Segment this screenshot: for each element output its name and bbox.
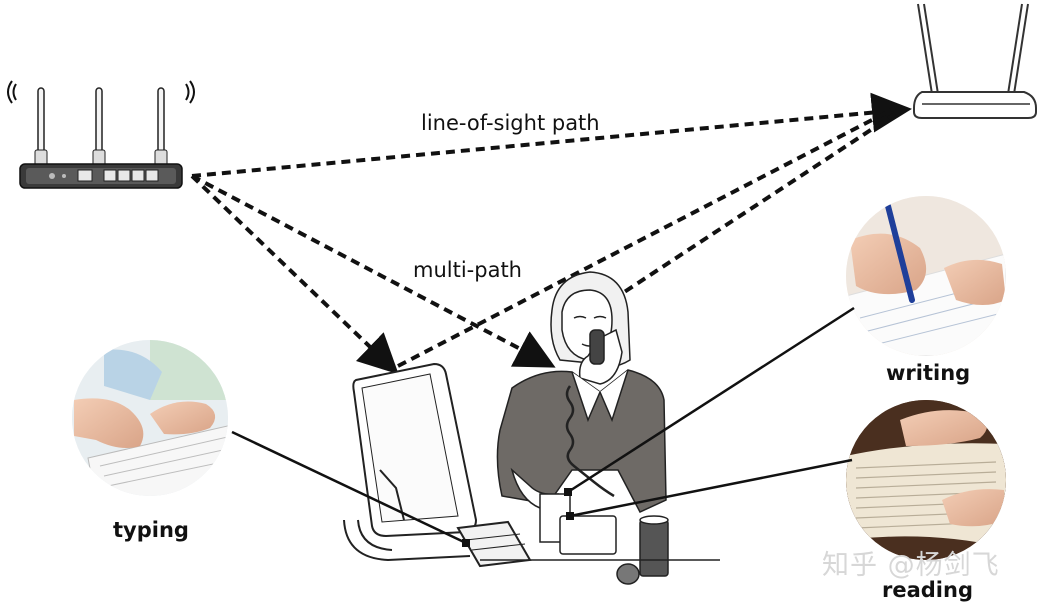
monitor-icon <box>343 362 532 568</box>
reading-connector <box>569 458 853 518</box>
reading-label: reading <box>882 578 973 602</box>
writing-photo <box>846 196 1006 356</box>
signal-paths <box>190 92 912 375</box>
line-of-sight-arrow <box>191 92 912 178</box>
writing-connector <box>567 306 855 494</box>
path-to-monitor-arrow <box>190 174 399 375</box>
multi-path-label: multi-path <box>413 258 522 282</box>
writing-label: writing <box>886 361 971 385</box>
router-icon <box>7 80 195 189</box>
receiver-router-icon <box>913 3 1037 119</box>
woman-on-phone-illustration <box>480 271 720 585</box>
wifi-signal-icon <box>7 80 195 104</box>
path-to-person-arrow <box>191 174 556 368</box>
typing-label: typing <box>113 518 189 542</box>
typing-photo <box>72 340 228 496</box>
line-of-sight-label: line-of-sight path <box>421 111 600 135</box>
typing-connector <box>231 430 467 545</box>
watermark: 知乎 @杨剑飞 <box>822 550 1000 581</box>
reading-photo <box>846 400 1006 560</box>
connector-lines <box>231 306 855 545</box>
reflection-from-monitor <box>397 106 896 368</box>
connector-dots <box>462 488 574 547</box>
